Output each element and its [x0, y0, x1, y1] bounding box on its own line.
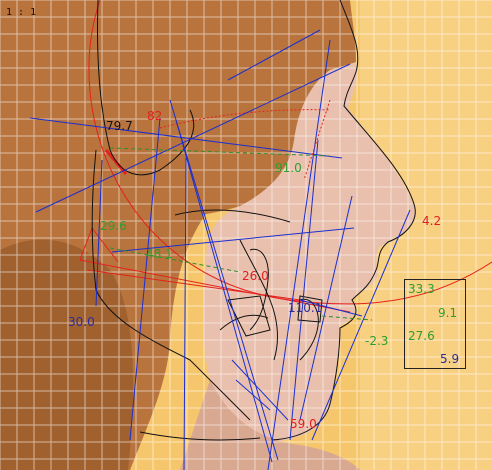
- measurement-91-0: 91.0: [275, 161, 302, 175]
- measurement-30-0: 30.0: [68, 315, 95, 329]
- summary-value-33-3: 33.3: [408, 282, 435, 296]
- red-dotted-vertical: [303, 99, 331, 181]
- summary-value-9-1: 9.1: [438, 306, 458, 320]
- zoom-indicator[interactable]: 1 : 1: [6, 7, 37, 18]
- teeth-tracing: [227, 295, 323, 337]
- measurement-26-0: 26.0: [242, 269, 269, 283]
- red-arc: [88, 0, 492, 305]
- red-polygon: [79, 226, 351, 313]
- measurement-110-1: 110.1: [288, 301, 323, 315]
- measurement-48-1: 48.1: [146, 247, 173, 261]
- summary-box: [404, 279, 466, 369]
- face: [203, 62, 415, 442]
- neck: [180, 380, 360, 470]
- summary-value-5-9: 5.9: [440, 352, 460, 366]
- blue-lines: [29, 29, 411, 470]
- measurement-4-2: 4.2: [422, 214, 442, 228]
- measurement-29-6: 29.6: [100, 219, 127, 233]
- measurement-79-7: 79.7: [106, 119, 133, 133]
- measurement-82: 82: [147, 109, 163, 123]
- measurement-59-0: 59.0: [290, 417, 317, 431]
- measurement-neg-2-3: -2.3: [365, 334, 389, 348]
- green-lines: [109, 147, 373, 321]
- soft-tissue-profile: [271, 0, 416, 441]
- red-dotted-line: [159, 109, 331, 129]
- summary-value-27-6: 27.6: [408, 329, 435, 343]
- mandible-tracing: [219, 239, 319, 361]
- skull-tracing: [91, 0, 261, 441]
- orbit-tracing: [174, 209, 291, 223]
